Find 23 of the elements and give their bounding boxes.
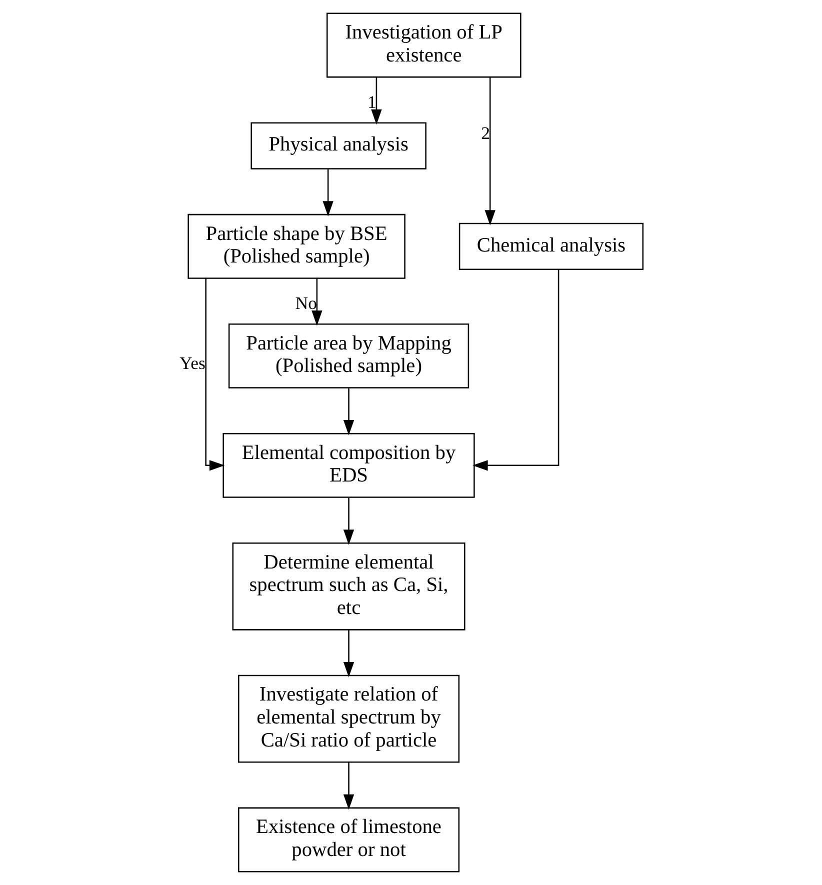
edge-label: 2 [481,123,490,144]
node-box: Chemical analysis [458,222,644,270]
arrow [343,498,354,545]
node-box: Physical analysis [250,122,426,170]
node-box: Particle shape by BSE (Polished sample) [188,214,406,279]
arrow [484,77,496,226]
arrow [371,78,382,125]
arrow [312,278,322,326]
node-box: Investigate relation of elemental spectrum by Ca/Si ratio of particle [238,674,460,763]
node-box: Particle area by Mapping (Polished sample) [228,323,470,388]
node-box: Existence of limestone powder or not [238,807,460,872]
arrow [205,278,225,471]
arrow [343,762,354,810]
node-box: Elemental composition by EDS [222,432,475,498]
arrow [343,388,354,436]
edge-label: Yes [180,353,206,374]
node-box: Investigation of LP existence [326,12,522,78]
node-box: Determine elemental spectrum such as Ca, Si, etc [232,542,466,630]
edge-label: 1 [368,92,376,112]
arrow [472,269,560,471]
arrow [343,630,354,678]
arrow [322,169,334,216]
edge-label: No [295,293,317,314]
